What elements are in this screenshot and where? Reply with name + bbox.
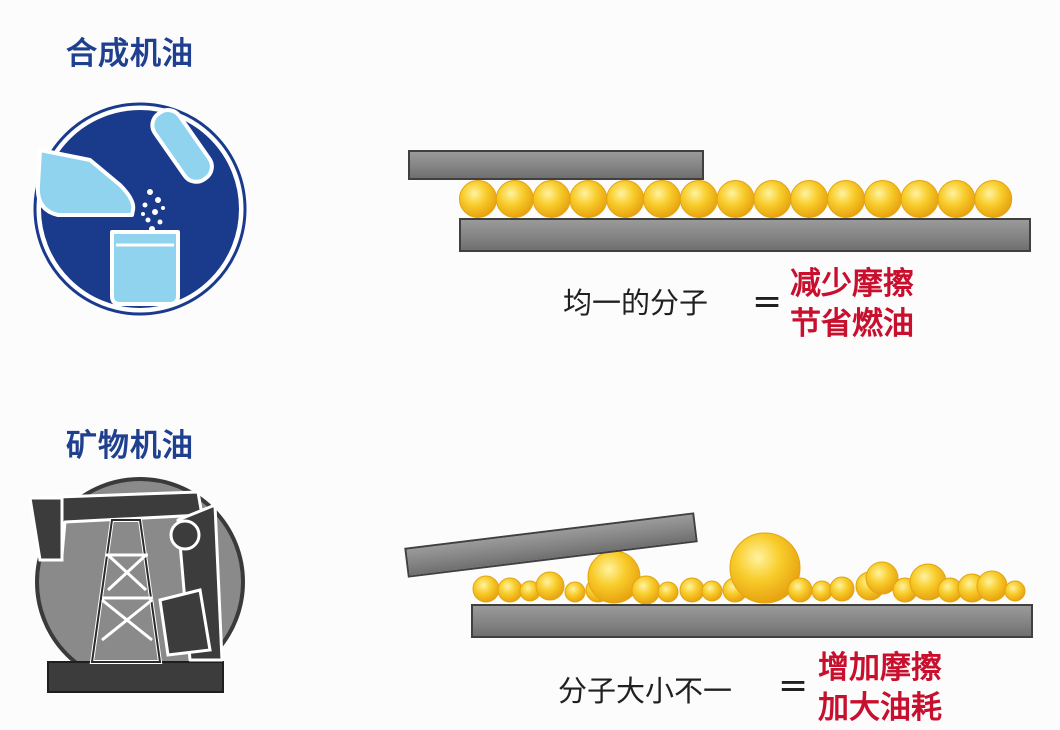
lower-plate-synthetic [459, 218, 1031, 252]
oil-molecule [657, 581, 679, 603]
mineral-caption: 分子大小不一 [558, 674, 733, 708]
oil-molecule [829, 576, 855, 602]
lower-plate-mineral [471, 604, 1033, 638]
mineral-result: 增加摩擦 加大油耗 [818, 648, 942, 728]
synthetic-result-line-2: 节省燃油 [790, 306, 914, 342]
oil-molecule [564, 581, 586, 603]
synthetic-oil-heading: 合成机油 [66, 36, 194, 72]
oil-molecule [535, 571, 565, 601]
oil-molecule [1004, 580, 1026, 602]
mineral-equals: = [778, 665, 809, 706]
oil-molecule [729, 532, 801, 604]
synthetic-result: 减少摩擦 节省燃油 [790, 264, 914, 344]
synthetic-equals: = [752, 281, 783, 322]
mineral-result-line-2: 加大油耗 [818, 690, 942, 726]
oil-molecule [701, 580, 723, 602]
oil-molecule [865, 561, 899, 595]
mineral-oil-heading: 矿物机油 [66, 428, 194, 464]
synthetic-caption: 均一的分子 [563, 286, 709, 320]
upper-plate-synthetic [408, 150, 704, 180]
oil-molecule [974, 180, 1013, 218]
mineral-result-line-1: 增加摩擦 [818, 650, 942, 686]
synthetic-result-line-1: 减少摩擦 [790, 266, 914, 302]
